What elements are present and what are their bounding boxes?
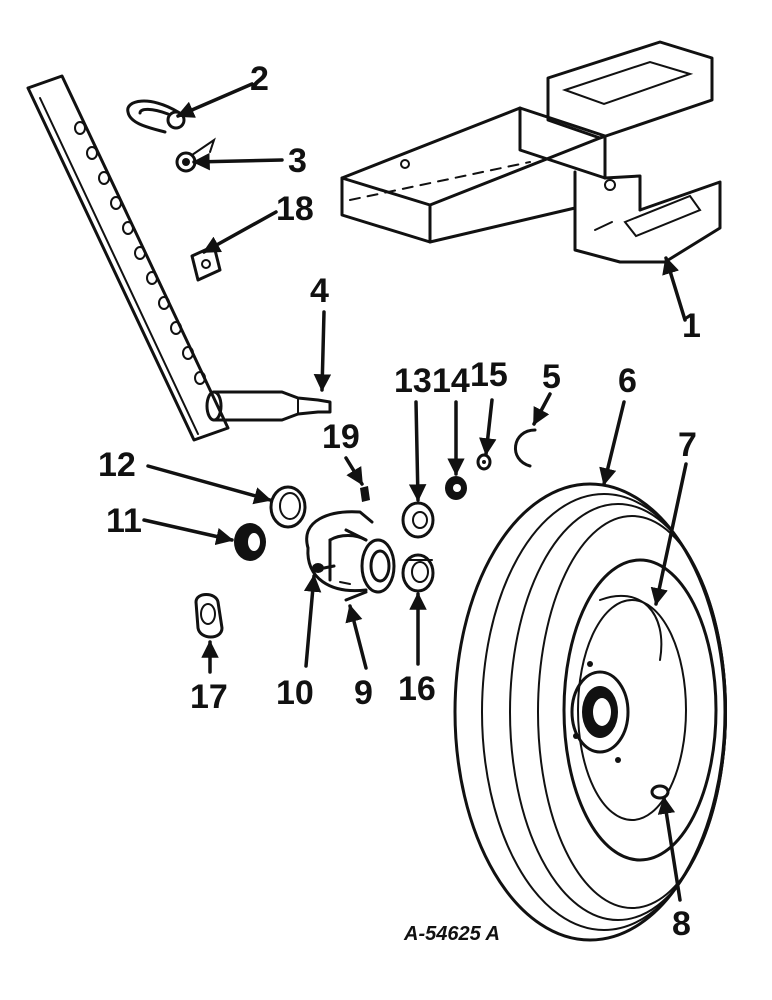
part-mounting-bracket [340,40,722,264]
callout-8: 8 [672,905,691,943]
part-hub [305,510,396,602]
leader-lines [142,82,688,902]
callout-1: 1 [682,307,701,345]
part-hub-bolt [312,563,336,573]
callout-3: 3 [288,142,307,180]
drawing-code: A-54625 A [403,923,500,945]
part-grease-fitting-19 [360,486,370,502]
callout-10: 10 [276,674,314,712]
part-cotter-5 [513,428,537,468]
callout-4: 4 [310,272,329,310]
callout-18: 18 [276,190,314,228]
callout-5: 5 [542,358,561,396]
part-spindle [205,390,332,422]
callout-13: 13 [394,362,432,400]
callout-16: 16 [398,670,436,708]
part-standard-bar [26,74,230,442]
callout-6: 6 [618,362,637,400]
callout-12: 12 [98,446,136,484]
part-seal-11 [234,523,266,561]
callout-9: 9 [354,674,373,712]
part-nut-15 [476,453,492,471]
part-washer-14 [445,476,467,500]
part-bearing-17 [194,593,224,639]
callout-7: 7 [678,426,697,464]
callout-15: 15 [470,356,508,394]
callout-19: 19 [322,418,360,456]
callout-2: 2 [250,60,269,98]
callout-17: 17 [190,678,228,716]
callout-11: 11 [106,502,142,540]
part-clevis-pin [126,99,186,134]
part-spring-clip [175,137,216,173]
callout-numbers: 1 2 3 4 5 6 7 8 9 10 11 12 13 14 15 16 1… [98,60,701,943]
callout-14: 14 [432,362,470,400]
bar-holes [74,121,206,385]
part-bearing-cone-13 [401,501,435,539]
part-tire-wheel [453,482,727,942]
part-bearing-cup-16 [401,553,435,593]
part-cap-12 [269,485,307,529]
